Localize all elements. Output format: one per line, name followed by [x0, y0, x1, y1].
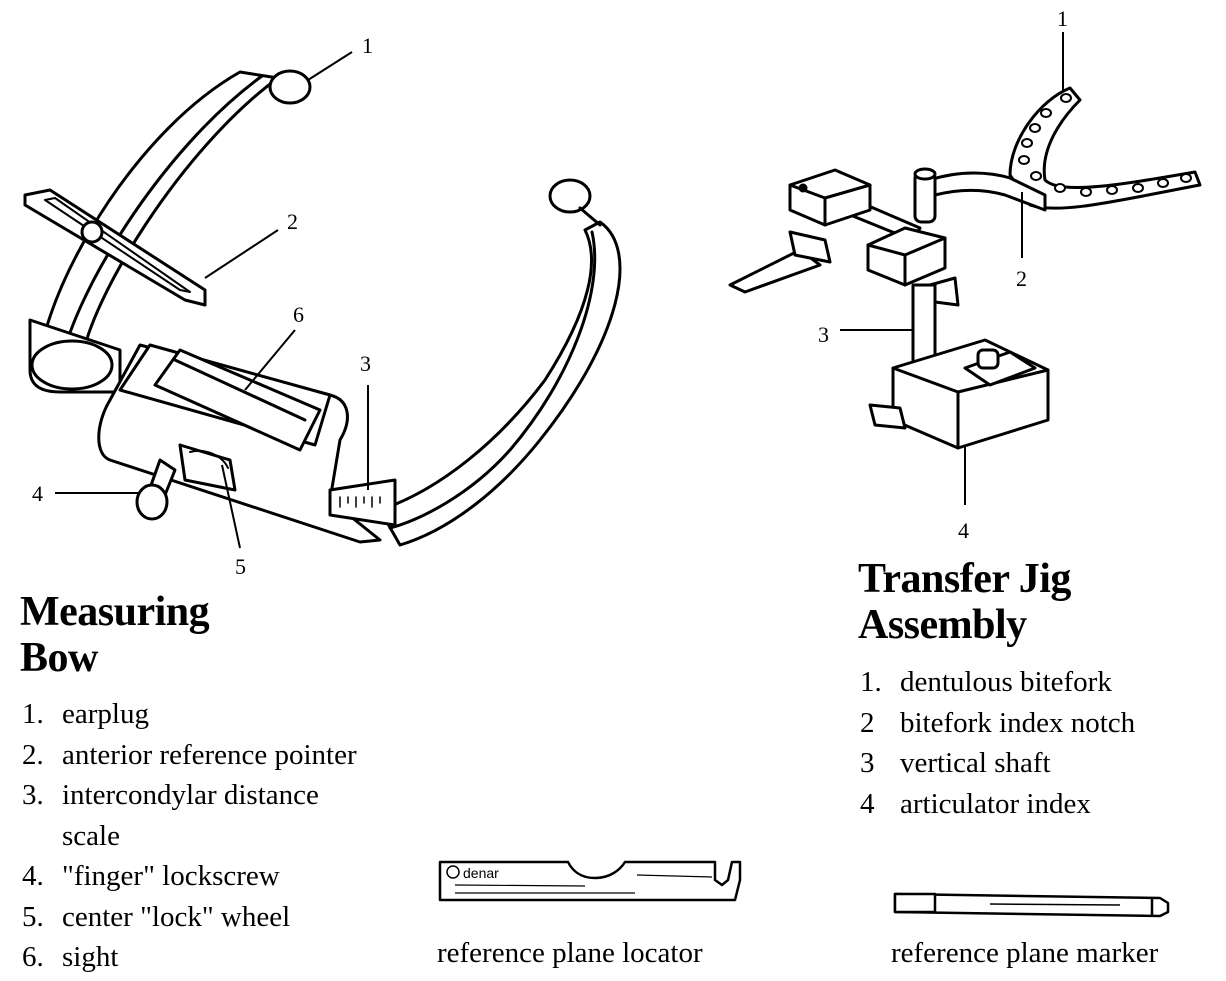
measuring-bow-title-line1: Measuring [20, 589, 210, 635]
callout-bow-2: 2 [287, 209, 298, 234]
sight [153, 348, 322, 452]
earplug-left [268, 69, 312, 105]
transfer-jig-callouts: 1 2 3 4 [818, 6, 1068, 543]
bow-left-block-end [30, 339, 114, 391]
measuring-bow-callouts: 1 2 6 3 4 5 [32, 33, 373, 579]
transfer-jig-title-line2: Assembly [858, 602, 1027, 648]
measuring-bow-callout-lines [55, 51, 369, 549]
callout-jig-3: 3 [818, 322, 829, 347]
reference-plane-marker-drawing [893, 892, 1170, 918]
earplug-right [548, 178, 592, 214]
bitefork-holes [1018, 93, 1192, 197]
callout-jig-2: 2 [1016, 266, 1027, 291]
transfer-jig-drawing [728, 86, 1202, 450]
intercondylar-scale [328, 478, 397, 527]
measuring-bow-title: Measuring Bow [20, 589, 210, 681]
callout-bow-3: 3 [360, 351, 371, 376]
pointer-knob [80, 220, 104, 244]
transfer-jig-title-line1: Transfer Jig [858, 556, 1071, 602]
locator-logo-icon [446, 865, 460, 879]
measuring-bow-drawing [23, 69, 622, 547]
transfer-jig-title: Transfer Jig Assembly [858, 556, 1071, 648]
bow-right-arm-line [388, 230, 597, 530]
bow-frame [37, 70, 280, 382]
bow-right-arm [378, 220, 622, 547]
callout-bow-5: 5 [235, 554, 246, 579]
measuring-bow-title-line2: Bow [20, 635, 98, 681]
callout-bow-1: 1 [362, 33, 373, 58]
reference-plane-marker-caption: reference plane marker [891, 937, 1159, 969]
scale-ticks [339, 496, 381, 508]
callout-jig-4: 4 [958, 518, 969, 543]
finger-lockscrew [135, 483, 169, 521]
locator-brand: denar [463, 865, 499, 881]
transfer-jig-callout-lines [840, 32, 1064, 505]
reference-plane-locator-caption: reference plane locator [437, 937, 703, 969]
callout-bow-4: 4 [32, 481, 43, 506]
callout-jig-1: 1 [1057, 6, 1068, 31]
reference-plane-locator-drawing: denar [438, 860, 742, 902]
callout-bow-6: 6 [293, 302, 304, 327]
